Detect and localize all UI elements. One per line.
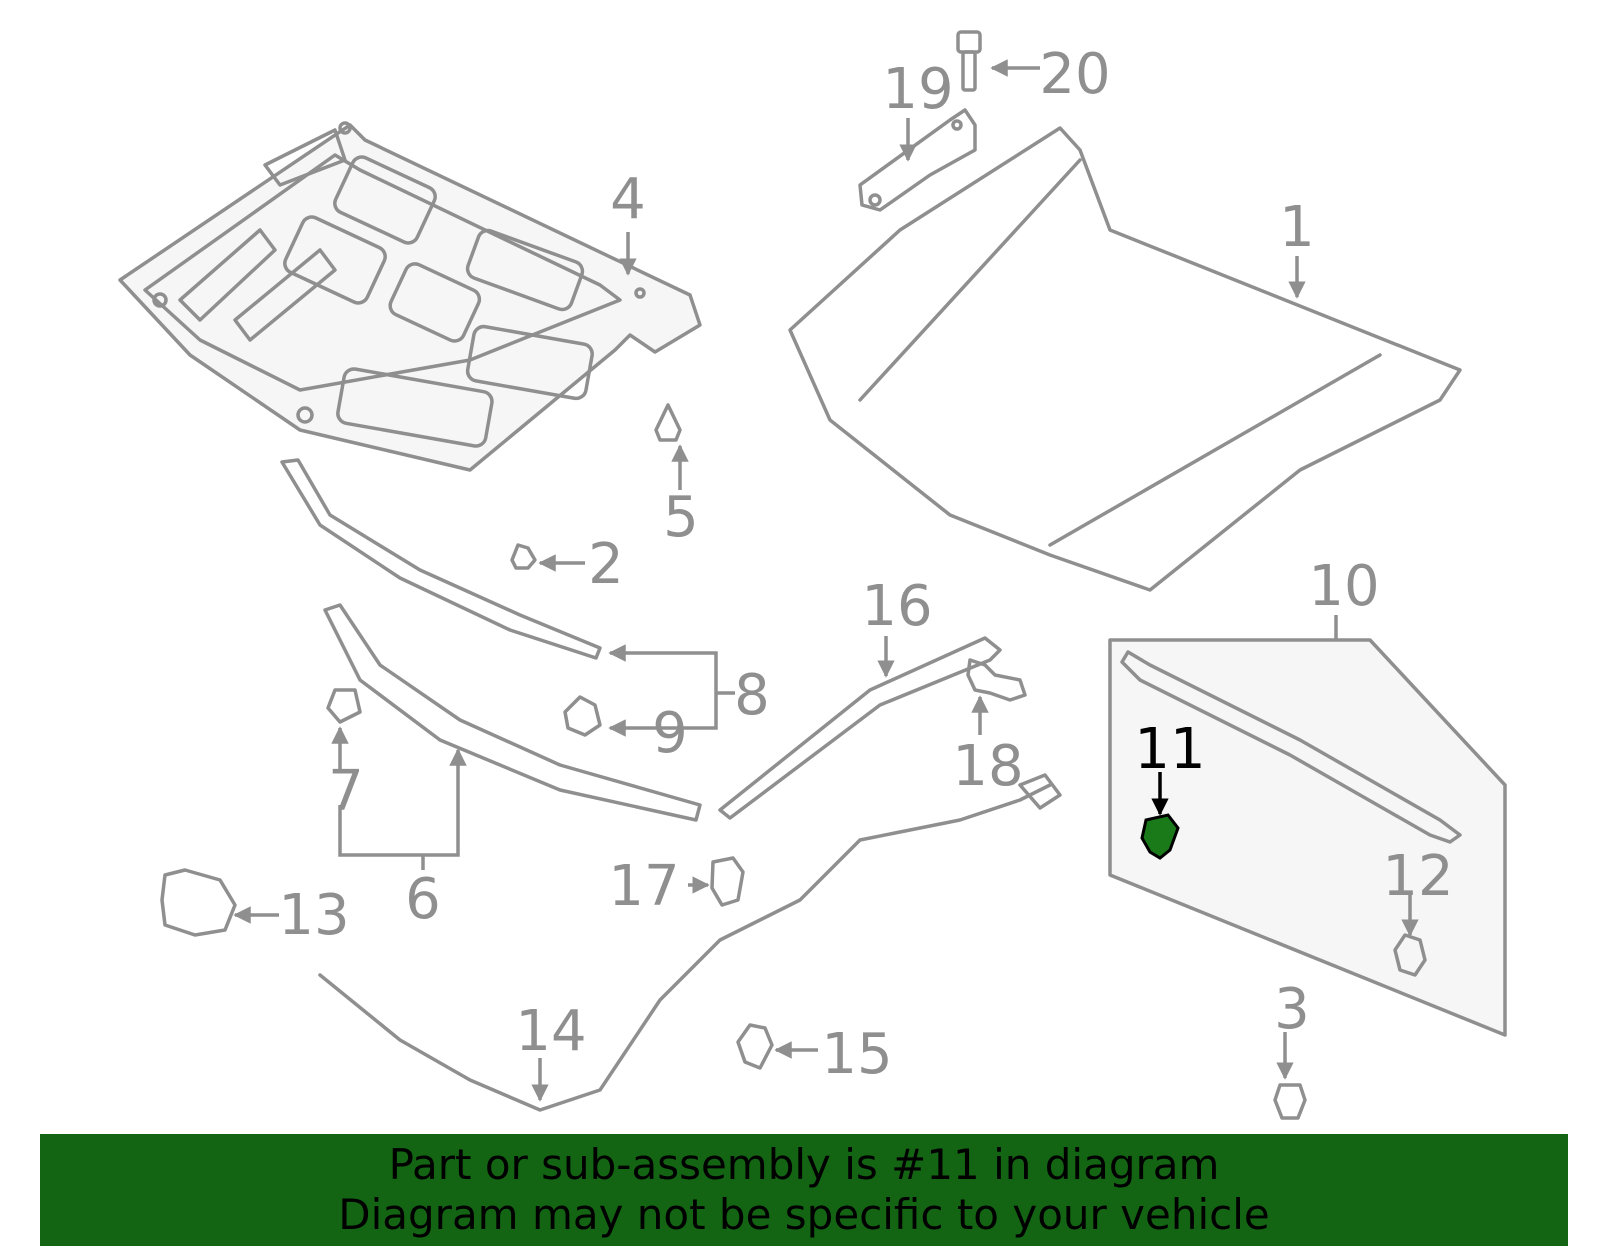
part-1-hood: [788, 126, 1462, 592]
part-3-grommet: [1273, 1083, 1307, 1120]
part-18-prop-holder: [966, 658, 1027, 702]
part-7-clip: [326, 688, 362, 724]
part-5-clip: [654, 403, 682, 442]
callout-5: 5: [663, 485, 699, 550]
footer-line-part-number: Part or sub-assembly is #11 in diagram: [388, 1140, 1220, 1189]
callout-6: 6: [405, 867, 441, 932]
part-9-clip: [563, 695, 602, 737]
part-13-hood-latch: [160, 868, 237, 937]
part-16-prop-rod: [718, 636, 1002, 820]
part-6-seal-strip: [323, 603, 702, 822]
callout-15: 15: [821, 1022, 892, 1087]
callout-17: 17: [608, 854, 679, 919]
callout-11: 11: [1134, 717, 1205, 782]
leader-lines: [233, 59, 1419, 1102]
callout-2: 2: [588, 532, 624, 597]
part-4-hood-insulator: [118, 121, 702, 472]
part-2-clip: [510, 543, 537, 570]
footer-line-disclaimer: Diagram may not be specific to your vehi…: [338, 1190, 1270, 1239]
callout-4: 4: [610, 167, 646, 232]
part-14-release-cable: [318, 773, 1062, 1112]
part-12-clip: [1393, 933, 1427, 977]
callout-8: 8: [734, 663, 770, 728]
part-17-clip: [710, 856, 745, 907]
callout-14: 14: [515, 999, 586, 1064]
part-20-bolt: [956, 30, 982, 92]
callout-13: 13: [278, 883, 349, 948]
callout-18: 18: [952, 734, 1023, 799]
callout-7: 7: [328, 759, 364, 824]
callout-16: 16: [861, 574, 932, 639]
callout-20: 20: [1039, 42, 1110, 107]
part-8-seal-strip: [280, 458, 602, 660]
callout-19: 19: [882, 57, 953, 122]
callout-10: 10: [1308, 554, 1379, 619]
callout-1: 1: [1279, 195, 1315, 260]
part-15-clip: [736, 1023, 774, 1070]
part-19-hood-hinge: [858, 108, 977, 212]
callout-numbers: 4 1 19 20 5 2 8 9 7 6 13 16 18 17 14 15 …: [278, 42, 1453, 1087]
footer-banner: Part or sub-assembly is #11 in diagram D…: [40, 1134, 1568, 1246]
part-11-clip-highlighted: [1140, 813, 1180, 860]
callout-9: 9: [652, 701, 688, 766]
callout-3: 3: [1274, 977, 1310, 1042]
parts-diagram: 4 1 19 20 5 2 8 9 7 6 13 16 18 17 14 15 …: [118, 30, 1507, 1120]
callout-12: 12: [1382, 844, 1453, 909]
